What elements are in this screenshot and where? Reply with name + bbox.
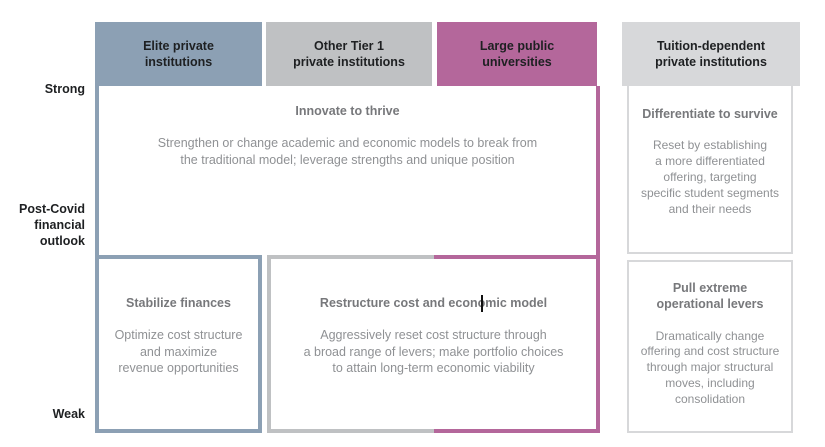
cell-title: Stabilize finances xyxy=(126,296,231,310)
cell-body: Dramatically change offering and cost st… xyxy=(640,328,780,406)
row-label-post-covid-financial-outlook: Post-Covid financial outlook xyxy=(19,202,85,248)
cell-pull-extreme-levers: Pull extreme operational levers Dramatic… xyxy=(627,260,793,433)
row-label-strong: Strong xyxy=(44,82,85,96)
column-header-tuition-dependent: Tuition-dependent private institutions xyxy=(622,22,800,86)
column-header-elite-private: Elite private institutions xyxy=(95,22,262,86)
cell-stabilize-finances: Stabilize finances Optimize cost structu… xyxy=(95,255,262,433)
cell-body: Strengthen or change academic and econom… xyxy=(157,136,538,167)
cell-body: Aggressively reset cost structure throug… xyxy=(303,328,564,376)
column-header-large-public: Large public universities xyxy=(437,22,597,86)
cell-innovate-to-thrive: Innovate to thrive Strengthen or change … xyxy=(95,86,600,255)
cell-title: Differentiate to survive xyxy=(642,107,778,121)
text-cursor xyxy=(481,295,483,312)
column-header-other-tier1-private: Other Tier 1 private institutions xyxy=(266,22,432,86)
cell-title: Innovate to thrive xyxy=(295,104,400,118)
cell-body: Optimize cost structure and maximize rev… xyxy=(114,328,243,376)
cell-body: Reset by establishing a more differentia… xyxy=(640,138,780,216)
cell-restructure-cost-model: Restructure cost and economic model Aggr… xyxy=(267,255,600,433)
cell-title: Restructure cost and economic model xyxy=(319,296,548,310)
cell-title: Pull extreme operational levers xyxy=(656,281,764,312)
row-label-weak: Weak xyxy=(52,407,85,421)
cell-differentiate-to-survive: Differentiate to survive Reset by establ… xyxy=(627,84,793,254)
